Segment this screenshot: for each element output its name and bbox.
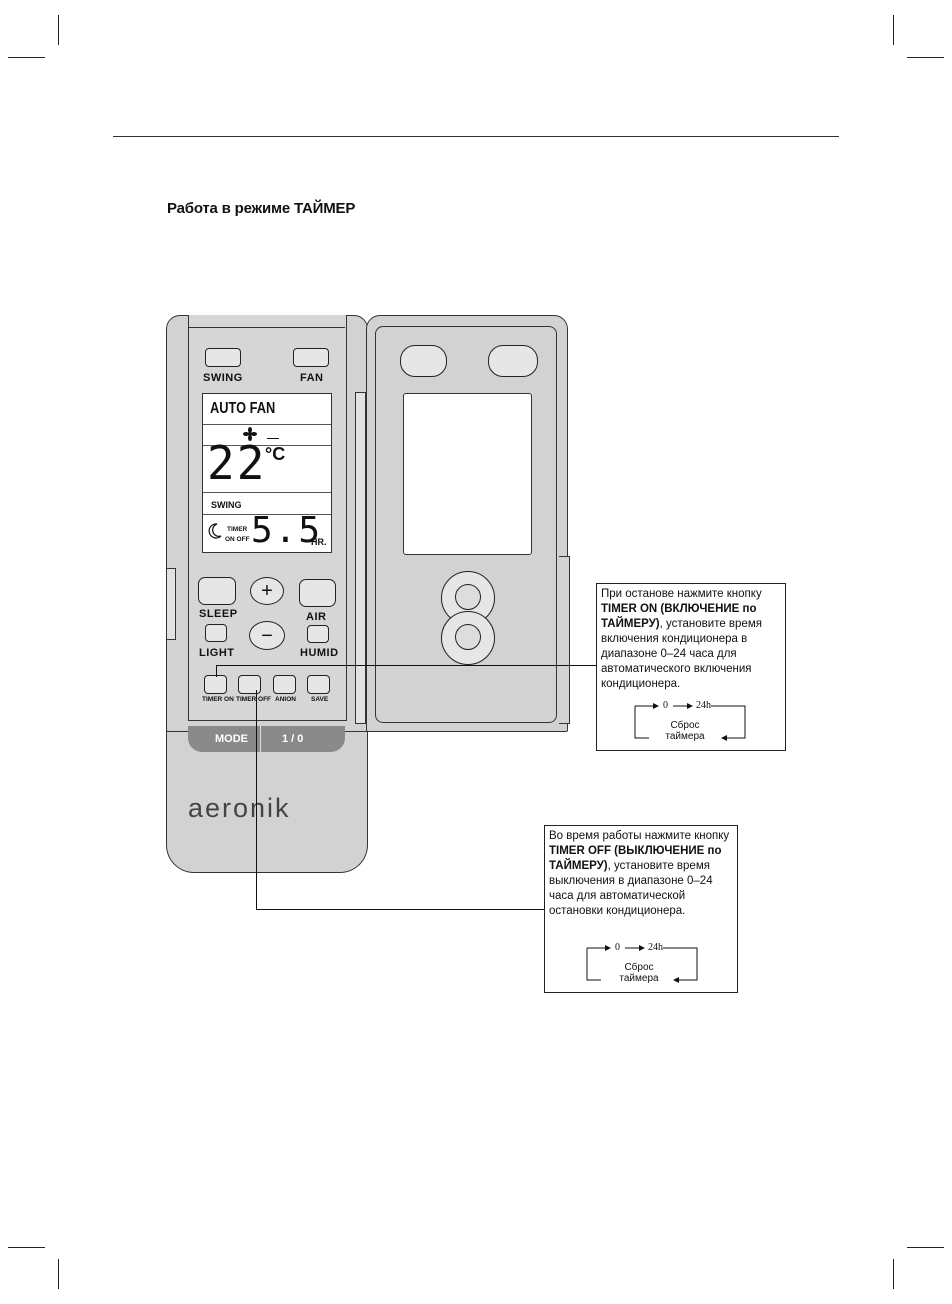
battery-slot — [455, 624, 481, 650]
crop-mark — [893, 1259, 894, 1289]
crop-mark — [58, 1259, 59, 1289]
save-label: SAVE — [311, 696, 329, 703]
lcd-unit: °C — [265, 444, 286, 464]
lcd-divider — [203, 445, 331, 446]
cover-edge — [559, 556, 570, 724]
hinge-strip — [355, 392, 366, 724]
fan-label: FAN — [300, 372, 324, 384]
moon-icon — [208, 523, 222, 539]
hinge-clip — [488, 345, 538, 377]
header-rule — [113, 136, 839, 137]
cycle-arrows — [586, 945, 698, 983]
lcd-timer-value: 5.5 — [251, 510, 323, 551]
light-button[interactable] — [205, 624, 227, 642]
save-button[interactable] — [307, 675, 330, 694]
swing-button[interactable] — [205, 348, 241, 367]
anion-button[interactable] — [273, 675, 296, 694]
sleep-button[interactable] — [198, 577, 236, 605]
mode-button[interactable]: MODE — [215, 733, 248, 745]
crop-mark — [58, 15, 59, 45]
leader-timer-on — [216, 665, 596, 666]
mode-power-bar — [188, 726, 345, 752]
cycle-arrows — [634, 703, 746, 741]
cover-window — [403, 393, 532, 555]
sleep-label: SLEEP — [199, 608, 238, 620]
cycle-to: 24h — [696, 700, 711, 711]
swing-label: SWING — [203, 372, 243, 384]
reset-label: Сброс таймера — [665, 720, 705, 742]
minus-icon: − — [261, 624, 273, 647]
hinge-clip — [400, 345, 447, 377]
timer-off-label: TIMER OFF — [236, 696, 272, 703]
timer-off-text: Во время работы нажмите кнопку TIMER OFF… — [549, 830, 730, 917]
plus-icon: + — [261, 580, 273, 602]
lcd-temperature: 22 — [207, 436, 267, 490]
cover-frame — [375, 326, 557, 723]
leader-timer-off — [256, 909, 544, 910]
leader-timer-off — [256, 690, 257, 910]
remote-panel-strip — [188, 315, 345, 328]
leader-timer-on — [216, 665, 217, 677]
lcd-timer-onoff: ON OFF — [225, 536, 250, 543]
fan-icon — [243, 427, 257, 441]
humid-button[interactable] — [307, 625, 329, 643]
lcd-divider — [203, 424, 331, 425]
cycle-to: 24h — [648, 942, 663, 953]
bar-divider — [260, 726, 261, 752]
minus-button[interactable]: − — [249, 621, 285, 650]
fan-speed-bar — [267, 438, 279, 439]
air-button[interactable] — [299, 579, 336, 607]
lcd-swing: SWING — [211, 500, 242, 510]
crop-mark — [8, 1247, 45, 1248]
brand-logo: aeronik — [188, 793, 291, 823]
lcd-display: AUTO FAN 22 °C SWING TIMER ON OFF 5.5 HR… — [202, 393, 332, 553]
crop-mark — [8, 57, 45, 58]
fan-button[interactable] — [293, 348, 329, 367]
battery-slot — [455, 584, 481, 610]
power-button[interactable]: 1 / 0 — [282, 733, 304, 745]
crop-mark — [893, 15, 894, 45]
crop-mark — [907, 1247, 944, 1248]
lcd-mode-text: AUTO FAN — [210, 400, 276, 417]
cycle-from: 0 — [663, 700, 668, 711]
timer-off-info-box: Во время работы нажмите кнопку TIMER OFF… — [544, 825, 738, 993]
crop-mark — [907, 57, 944, 58]
humid-label: HUMID — [300, 647, 339, 659]
side-grip — [166, 568, 176, 640]
timer-on-button[interactable] — [204, 675, 227, 694]
lcd-divider — [203, 492, 331, 493]
lcd-timer-label: TIMER — [227, 526, 248, 533]
timer-off-button[interactable] — [238, 675, 261, 694]
lcd-hr: HR. — [311, 537, 327, 547]
section-heading: Работа в режиме ТАЙМЕР — [167, 200, 356, 217]
cycle-from: 0 — [615, 942, 620, 953]
timer-on-label: TIMER ON — [202, 696, 234, 703]
plus-button[interactable]: + — [250, 577, 284, 605]
lcd-divider — [203, 514, 331, 515]
anion-label: ANION — [275, 696, 296, 703]
air-label: AIR — [306, 611, 327, 623]
reset-label: Сброс таймера — [619, 962, 659, 984]
timer-on-info-box: При останове нажмите кнопку TIMER ON (ВК… — [596, 583, 786, 751]
timer-on-text: При останове нажмите кнопку TIMER ON (ВК… — [601, 588, 762, 690]
light-label: LIGHT — [199, 647, 235, 659]
